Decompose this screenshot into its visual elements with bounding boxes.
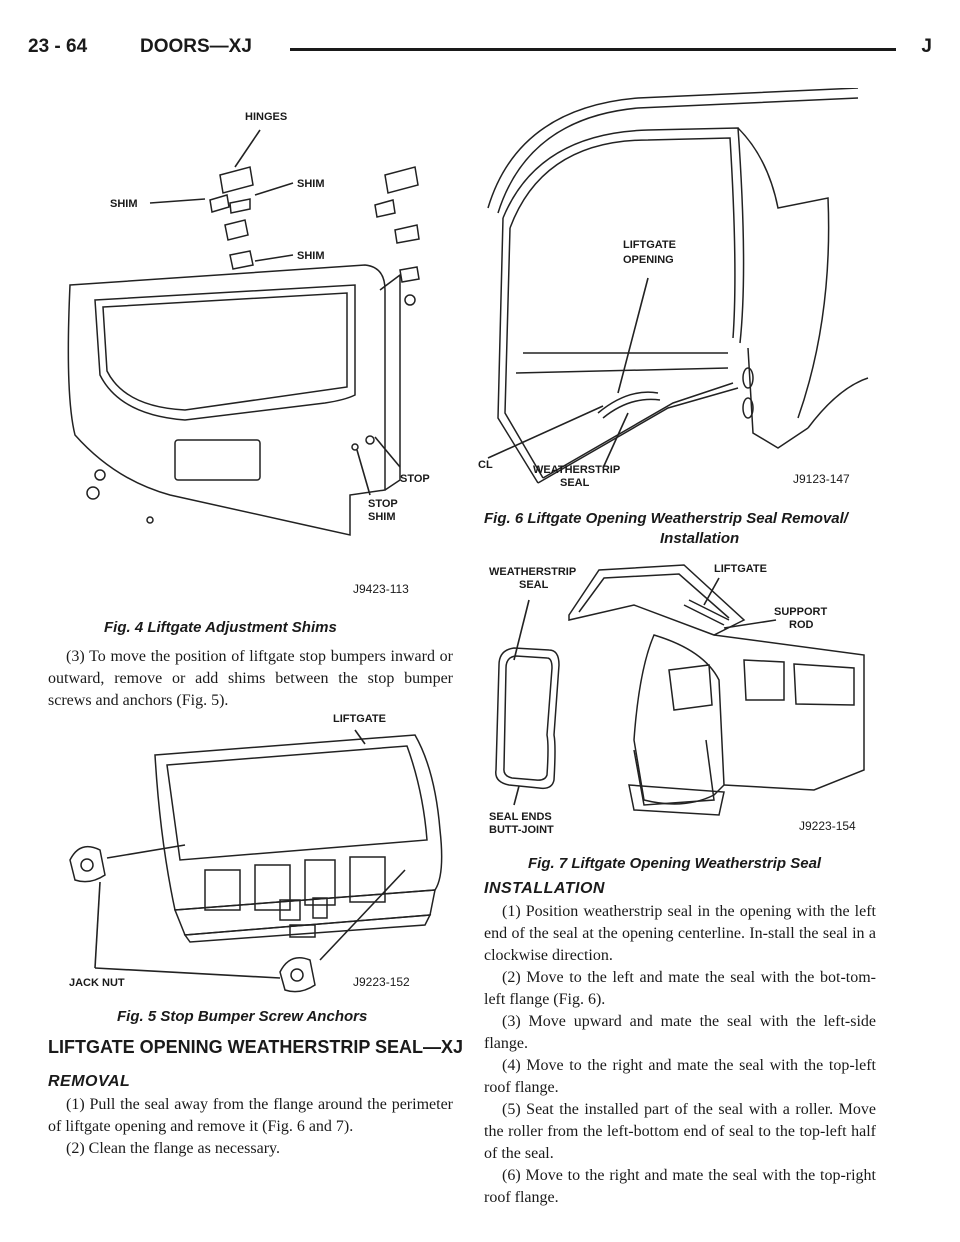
fig6-illustration: LIFTGATE OPENING CL WEATHERSTRIP SEAL J9… xyxy=(478,88,878,493)
label-support-rod-1: SUPPORT xyxy=(774,606,827,618)
step3-paragraph: (3) To move the position of liftgate sto… xyxy=(48,646,453,712)
label-stop-shim-1: STOP xyxy=(368,498,398,510)
fig5-illustration: LIFTGATE JACK NUT J9223-152 xyxy=(55,710,455,1000)
section-title: DOORS—XJ xyxy=(140,36,252,57)
install-step-2: (2) Move to the left and mate the seal w… xyxy=(484,969,876,1008)
install-step-6: (6) Move to the right and mate the seal … xyxy=(484,1167,876,1206)
label-centerline: CL xyxy=(478,459,493,471)
header-rule xyxy=(290,48,896,51)
fig4-code: J9423-113 xyxy=(353,582,409,596)
fig4-caption: Fig. 4 Liftgate Adjustment Shims xyxy=(104,619,337,636)
label-seal-1: WEATHERSTRIP xyxy=(533,464,620,476)
removal-step-2: (2) Clean the flange as necessary. xyxy=(66,1140,280,1157)
fig6-caption-1: Fig. 6 Liftgate Opening Weatherstrip Sea… xyxy=(484,510,848,527)
install-step-4: (4) Move to the right and mate the seal … xyxy=(484,1057,876,1096)
fig4-illustration: HINGES SHIM SHIM SHIM STOP STOP SHIM J94… xyxy=(55,95,455,605)
label-jack-nut: JACK NUT xyxy=(69,977,125,989)
installation-heading: INSTALLATION xyxy=(484,880,605,897)
fig6-caption-2: Installation xyxy=(660,530,740,547)
label-seal-2: SEAL xyxy=(560,477,590,489)
label-weatherstrip-1: WEATHERSTRIP xyxy=(489,566,576,578)
fig7-code: J9223-154 xyxy=(799,819,856,833)
fig5-caption: Fig. 5 Stop Bumper Screw Anchors xyxy=(117,1008,368,1025)
removal-heading: REMOVAL xyxy=(48,1073,131,1090)
label-liftgate-7: LIFTGATE xyxy=(714,563,767,575)
label-seal-ends-1: SEAL ENDS xyxy=(489,811,552,823)
label-stop-shim-2: SHIM xyxy=(368,511,396,523)
page-header: 23 - 64 DOORS—XJ J xyxy=(28,36,932,66)
page-number: 23 - 64 xyxy=(28,36,88,57)
fig7-illustration: WEATHERSTRIP SEAL LIFTGATE SUPPORT ROD S… xyxy=(484,560,884,845)
removal-step-1: (1) Pull the seal away from the flange a… xyxy=(48,1096,453,1135)
label-support-rod-2: ROD xyxy=(789,619,814,631)
install-step-1: (1) Position weatherstrip seal in the op… xyxy=(484,903,876,964)
label-hinges: HINGES xyxy=(245,111,287,123)
installation-steps: (1) Position weatherstrip seal in the op… xyxy=(484,901,876,1209)
section-heading: LIFTGATE OPENING WEATHERSTRIP SEAL—XJ xyxy=(48,1037,464,1057)
label-stop: STOP xyxy=(400,473,430,485)
fig7-caption: Fig. 7 Liftgate Opening Weatherstrip Sea… xyxy=(528,855,822,872)
removal-steps: (1) Pull the seal away from the flange a… xyxy=(48,1094,453,1160)
step3-text: (3) To move the position of liftgate sto… xyxy=(48,648,453,709)
fig5-code: J9223-152 xyxy=(353,975,410,989)
label-seal-ends-2: BUTT-JOINT xyxy=(489,824,554,836)
label-shim-left: SHIM xyxy=(110,198,138,210)
label-opening-1: LIFTGATE xyxy=(623,239,676,251)
fig6-code: J9123-147 xyxy=(793,472,850,486)
install-step-5: (5) Seat the installed part of the seal … xyxy=(484,1101,876,1162)
install-step-3: (3) Move upward and mate the seal with t… xyxy=(484,1013,876,1052)
label-shim-top: SHIM xyxy=(297,178,325,190)
label-shim-bottom: SHIM xyxy=(297,250,325,262)
edition-mark: J xyxy=(921,36,932,57)
label-opening-2: OPENING xyxy=(623,254,674,266)
label-liftgate: LIFTGATE xyxy=(333,713,386,725)
label-weatherstrip-2: SEAL xyxy=(519,579,549,591)
